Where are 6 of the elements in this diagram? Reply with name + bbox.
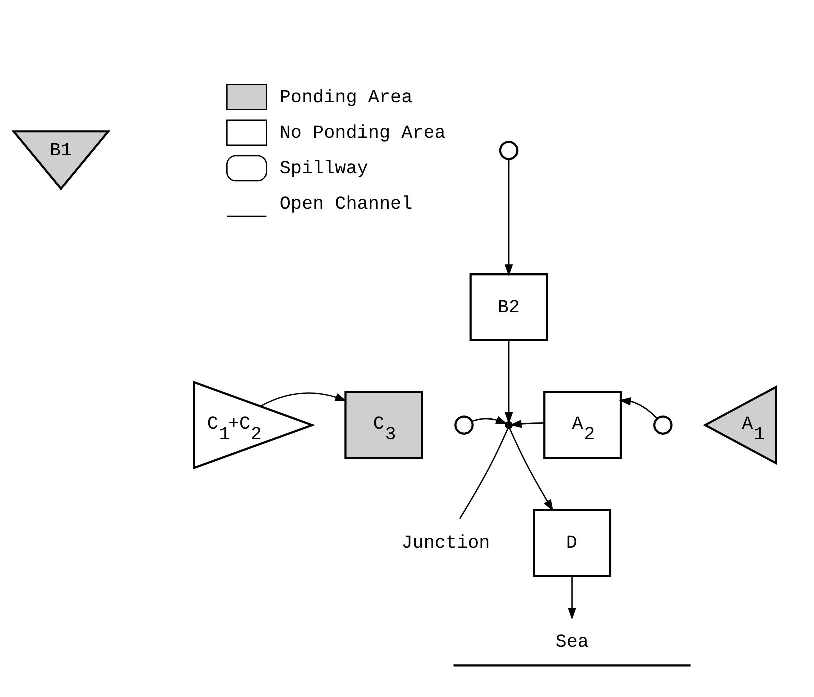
legend-label: Open Channel [280,194,413,215]
legend-label: Ponding Area [280,87,413,108]
legend-label: No Ponding Area [280,122,446,144]
node-text: Junction [402,533,490,554]
legend-label: Spillway [280,158,368,180]
node-text: Sea [556,632,590,653]
